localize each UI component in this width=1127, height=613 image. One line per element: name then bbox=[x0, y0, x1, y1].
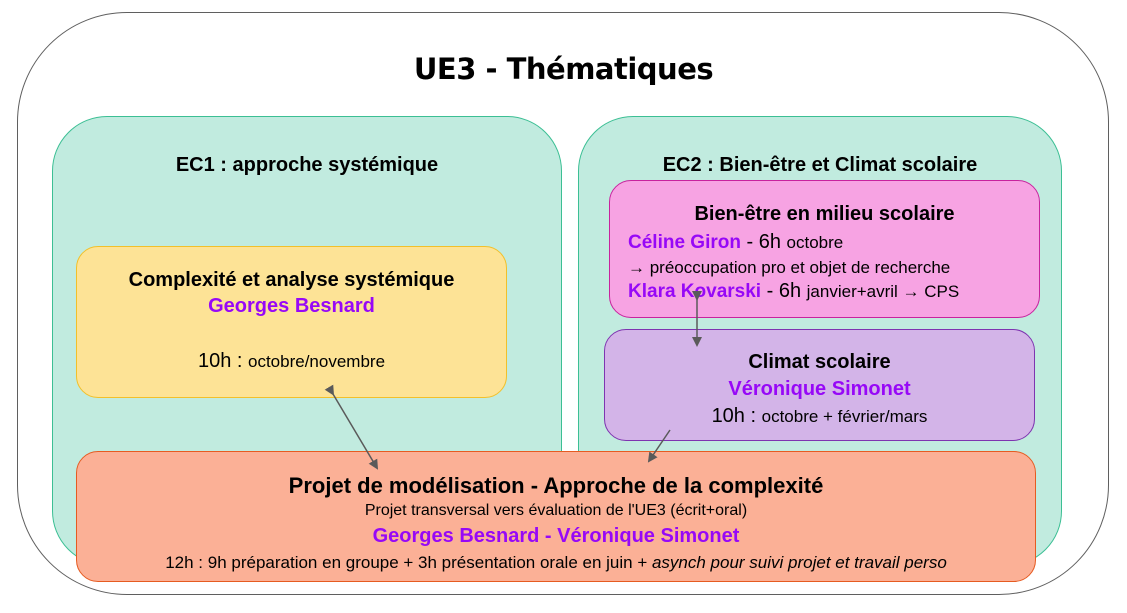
module-title: Climat scolaire bbox=[748, 351, 891, 373]
module-teacher: Georges Besnard bbox=[208, 295, 375, 317]
module-complexite: Complexité et analyse systémique Georges… bbox=[76, 246, 507, 398]
teacher-line-kovarski: Klara Kovarski - 6h janvier+avril → CPS bbox=[628, 280, 960, 302]
module-title: Bien-être en milieu scolaire bbox=[694, 203, 955, 225]
module-climat-scolaire: Climat scolaire Véronique Simonet 10h : … bbox=[604, 329, 1035, 441]
module-title: Complexité et analyse systémique bbox=[128, 269, 455, 291]
module-schedule: 10h : octobre + février/mars bbox=[711, 405, 928, 427]
module-schedule: 10h : octobre/novembre bbox=[197, 350, 386, 372]
topic-line: → préoccupation pro et objet de recherch… bbox=[628, 258, 951, 277]
module-projet-modelisation: Projet de modélisation - Approche de la … bbox=[76, 451, 1036, 582]
module-teacher: Véronique Simonet bbox=[728, 378, 911, 400]
projet-teachers: Georges Besnard - Véronique Simonet bbox=[372, 525, 740, 547]
projet-subtitle: Projet transversal vers évaluation de l'… bbox=[364, 502, 748, 519]
projet-title: Projet de modélisation - Approche de la … bbox=[288, 473, 824, 498]
teacher-line-giron: Céline Giron - 6h octobre bbox=[628, 231, 844, 253]
diagram-title: UE3 - Thématiques bbox=[413, 52, 714, 86]
projet-schedule: 12h : 9h préparation en groupe + 3h prés… bbox=[165, 553, 947, 572]
ec2-title: EC2 : Bien-être et Climat scolaire bbox=[662, 154, 978, 176]
module-bien-etre: Bien-être en milieu scolaire Céline Giro… bbox=[609, 180, 1040, 318]
ec1-title: EC1 : approche systémique bbox=[175, 154, 439, 176]
